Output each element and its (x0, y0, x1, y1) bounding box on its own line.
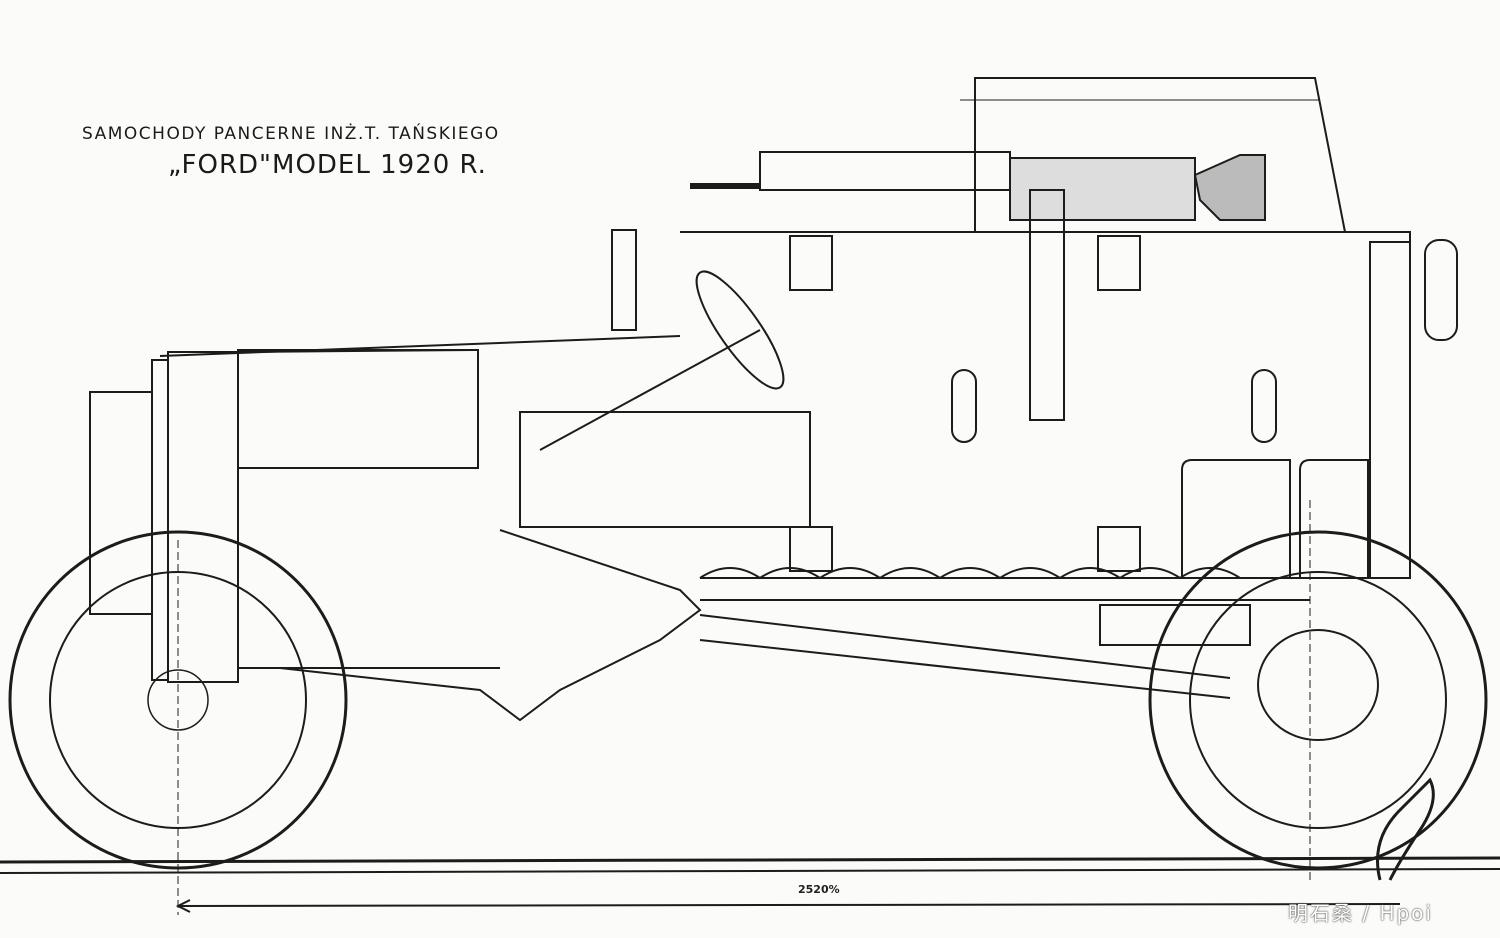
wheelbase-label: 2520% (798, 883, 840, 896)
wheelbase-dimension-line (175, 500, 1401, 915)
radiator (89, 351, 239, 683)
rear-lamp (1424, 239, 1458, 341)
ground-line (0, 856, 1500, 874)
armored-body (519, 231, 1411, 580)
rear-wheel (1148, 530, 1488, 870)
signature (1376, 777, 1435, 881)
drive-shaft (699, 599, 1379, 741)
drawing-title: SAMOCHODY PANCERNE INŻ.T. TAŃSKIEGO (82, 124, 500, 144)
turret (960, 77, 1346, 233)
hood (159, 335, 702, 722)
steering-wheel (539, 229, 785, 451)
machine-gun (690, 151, 1266, 421)
watermark: 明石桑 / Hpoi (1288, 901, 1433, 925)
front-wheel (8, 530, 348, 870)
drawing-subtitle: „FORD"MODEL 1920 R. (168, 150, 487, 180)
